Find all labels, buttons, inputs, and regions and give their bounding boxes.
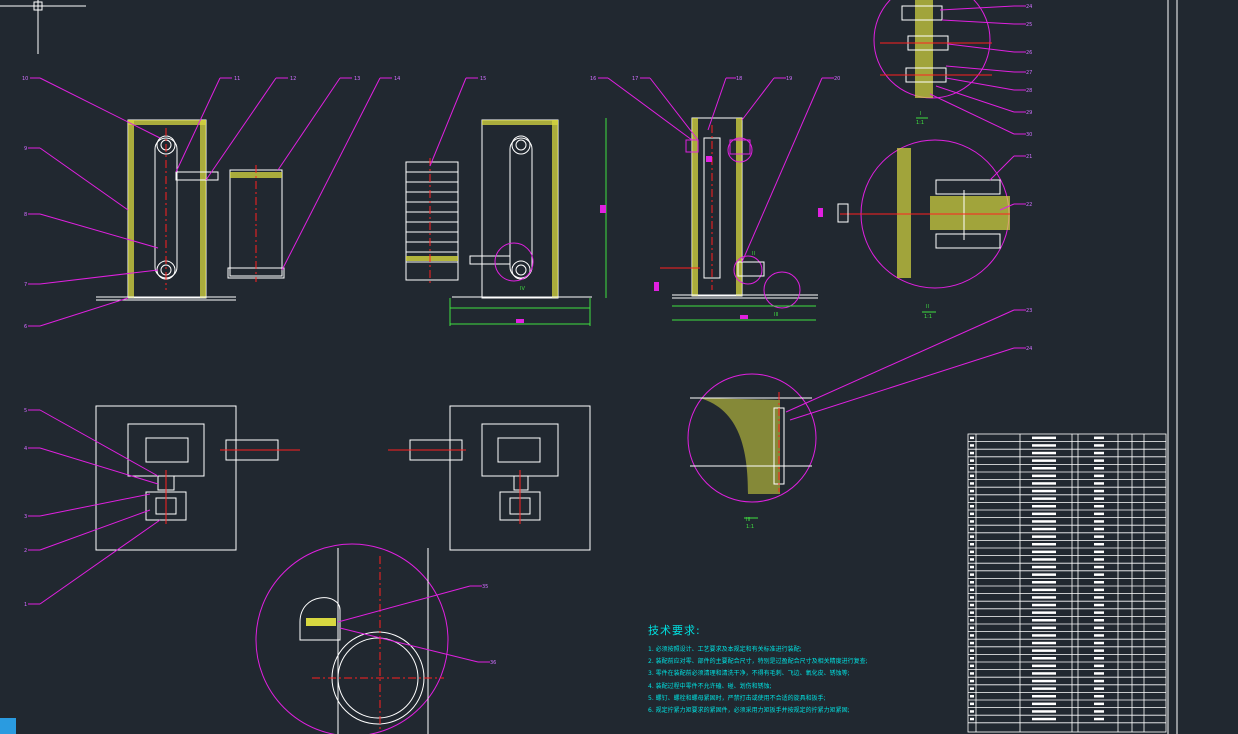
callout-24: 24 xyxy=(1026,4,1032,10)
detail-I-title: I xyxy=(920,111,921,117)
callout-16: 16 xyxy=(590,76,596,82)
requirement-5: 5. 螺钉、螺栓和螺母紧固时，严禁打击或使用不合适的旋具和扳手; xyxy=(648,694,826,702)
callout-5: 5 xyxy=(24,408,27,414)
callout-4: 4 xyxy=(24,446,27,452)
detail-III xyxy=(687,373,817,519)
callout-3: 3 xyxy=(24,514,27,520)
callout-25: 25 xyxy=(1026,22,1032,28)
detail-I xyxy=(873,0,992,119)
detail-II-scale: 1:1 xyxy=(924,314,932,320)
callout-1: 1 xyxy=(24,602,27,608)
callout-18: 18 xyxy=(736,76,742,82)
callout-10: 10 xyxy=(22,76,28,82)
callout-30: 30 xyxy=(1026,132,1032,138)
detail-I-scale: 1:1 xyxy=(916,120,924,126)
callout-20: 20 xyxy=(834,76,840,82)
callout-14: 14 xyxy=(394,76,400,82)
detail-II-title: II xyxy=(926,304,929,310)
plan-view-left xyxy=(95,405,279,551)
parts-list-table xyxy=(967,433,1167,733)
technical-requirements: 技术要求: 1. 必须按照设计、工艺要求及本规定和有关标准进行装配; 2. 装配… xyxy=(648,622,868,717)
callout-27: 27 xyxy=(1026,70,1032,76)
sheet-border xyxy=(1167,0,1178,734)
front-view-left xyxy=(96,119,285,301)
callout-III: III xyxy=(774,312,778,318)
requirement-2: 2. 装配前应对零、部件的主要配合尺寸，特别是过盈配合尺寸及相关精度进行复查; xyxy=(648,658,868,666)
callout-11: 11 xyxy=(234,76,240,82)
callout-17: 17 xyxy=(632,76,638,82)
callout-22: 22 xyxy=(1026,202,1032,208)
requirement-3: 3. 零件在装配前必须清理和清洗干净，不得有毛刺、飞边、氧化皮、锈蚀等; xyxy=(648,670,850,678)
callout-35: 35 xyxy=(482,584,488,590)
detail-III-scale: 1:1 xyxy=(746,524,754,530)
technical-requirements-title: 技术要求: xyxy=(648,624,701,637)
front-view-right xyxy=(654,117,818,321)
detail-IV xyxy=(255,543,449,734)
callout-21: 21 xyxy=(1026,154,1032,160)
plan-view-right xyxy=(409,405,591,551)
callout-7: 7 xyxy=(24,282,27,288)
callout-15: 15 xyxy=(480,76,486,82)
callout-13: 13 xyxy=(354,76,360,82)
callout-labels: 10 11 12 13 14 9 8 7 6 15 IV 16 17 18 19… xyxy=(22,4,1032,666)
callout-29: 29 xyxy=(1026,110,1032,116)
callout-36: 36 xyxy=(490,660,496,666)
callout-28: 28 xyxy=(1026,88,1032,94)
requirement-1: 1. 必须按照设计、工艺要求及本规定和有关标准进行装配; xyxy=(648,646,802,653)
callout-2: 2 xyxy=(24,548,27,554)
callout-23: 23 xyxy=(1026,308,1032,314)
callout-12: 12 xyxy=(290,76,296,82)
ucs-icon[interactable] xyxy=(0,718,16,734)
callout-24b: 24 xyxy=(1026,346,1032,352)
callout-IV: IV xyxy=(520,286,525,292)
front-view-middle xyxy=(405,118,607,326)
callout-8: 8 xyxy=(24,212,27,218)
callout-II: II xyxy=(752,251,755,257)
callout-9: 9 xyxy=(24,146,27,152)
requirement-4: 4. 装配过程中零件不允许磕、碰、划伤和锈蚀; xyxy=(648,682,772,690)
callout-26: 26 xyxy=(1026,50,1032,56)
detail-II xyxy=(818,139,1010,313)
crosshair-icon xyxy=(0,0,86,54)
callout-6: 6 xyxy=(24,324,27,330)
requirement-6: 6. 规定拧紧力矩要求的紧固件，必须采用力矩扳手并按规定的拧紧力矩紧固; xyxy=(648,707,850,715)
detail-III-title: III xyxy=(746,517,750,523)
leader-lines xyxy=(28,5,1026,663)
callout-19: 19 xyxy=(786,76,792,82)
